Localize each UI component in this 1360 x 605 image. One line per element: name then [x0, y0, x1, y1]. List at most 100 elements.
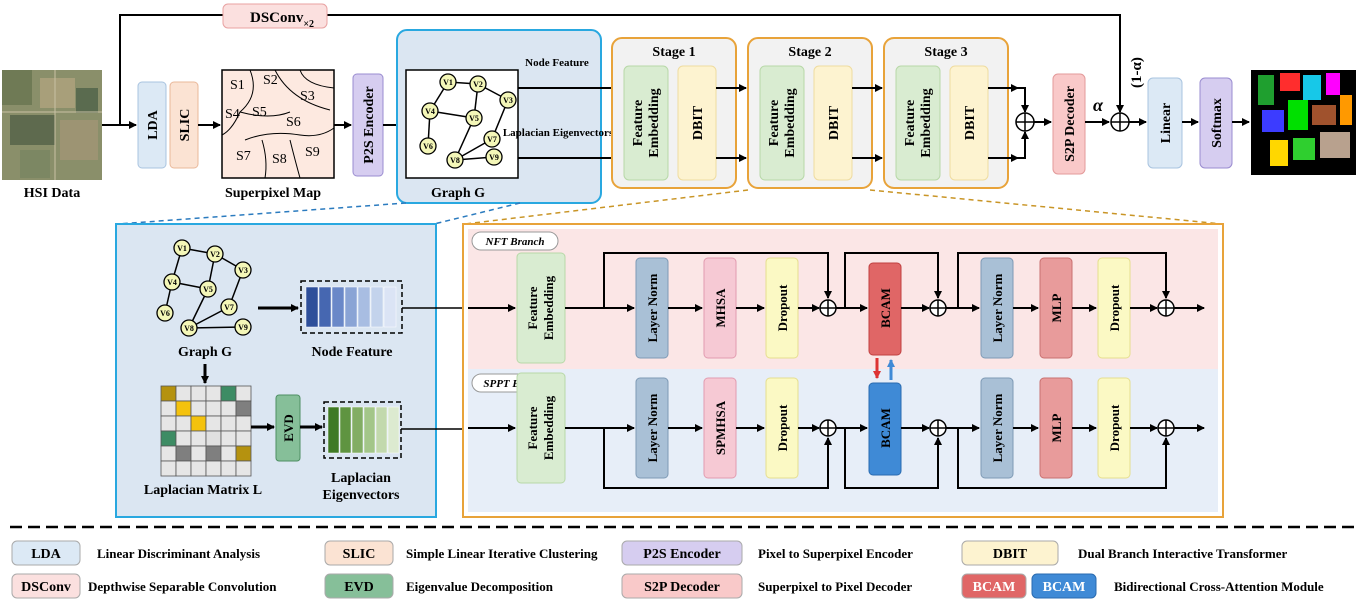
- dropout-label: Dropout: [1107, 404, 1122, 451]
- laplacian-matrix-label: Laplacian Matrix L: [144, 483, 262, 498]
- dsconv-sub: ×2: [303, 19, 314, 30]
- feature-embedding-label: Embedding: [783, 88, 798, 157]
- legend-key: P2S Encoder: [643, 547, 720, 562]
- laplacian-cell: [205, 415, 222, 432]
- laplacian-cell: [160, 400, 177, 417]
- layer-norm-label: Layer Norm: [990, 273, 1005, 342]
- eigenvector-col: [351, 406, 364, 454]
- eigenvector-col: [339, 406, 352, 454]
- dbit-label: DBIT: [963, 105, 978, 140]
- graph-node-label: V1: [177, 244, 187, 253]
- sum-node-cross: [1158, 420, 1174, 436]
- legend-swatch: [11, 540, 81, 566]
- laplacian-cell: [160, 445, 177, 462]
- legend-key: DBIT: [993, 547, 1028, 562]
- one-minus-alpha-label: (1-α): [1129, 57, 1145, 88]
- graph-node-label: V7: [224, 303, 234, 312]
- svg-text:DSConv×2: DSConv×2: [250, 10, 314, 30]
- graph-node-label: V7: [487, 135, 497, 144]
- superpixel-s5: S5: [252, 105, 267, 120]
- linear-label: Linear: [1159, 103, 1174, 143]
- evd-label: EVD: [281, 414, 296, 441]
- laplacian-cell: [205, 460, 222, 477]
- laplacian-cell: [220, 385, 237, 402]
- graph-label: Graph G: [431, 186, 485, 201]
- stage-title: Stage 3: [924, 45, 967, 60]
- sum-node-cross: [930, 420, 946, 436]
- lda-box: [137, 81, 167, 169]
- superpixel-s6: S6: [286, 115, 301, 130]
- legend-swatch: [961, 573, 1027, 599]
- dsconv-box: [222, 3, 328, 29]
- graph-node-label: V8: [450, 156, 460, 165]
- eigen-label-2: Eigenvectors: [323, 488, 401, 503]
- p2s-encoder-label: P2S Encoder: [362, 86, 377, 163]
- branch-feature-embedding-label: Embedding: [541, 395, 556, 460]
- graph-node-label: V2: [473, 80, 483, 89]
- laplacian-cell: [220, 445, 237, 462]
- laplacian-cell: [160, 385, 177, 402]
- dropout-label: Dropout: [775, 404, 790, 451]
- laplacian-cell: [205, 400, 222, 417]
- laplacian-cell: [235, 400, 252, 417]
- laplacian-matrix: [160, 385, 252, 477]
- graph-node-label: V8: [184, 324, 194, 333]
- laplacian-cell: [160, 415, 177, 432]
- sum-node-cross: [820, 300, 836, 316]
- legend-swatch: [961, 540, 1059, 566]
- mlp-label: MLP: [1049, 414, 1064, 443]
- laplacian-cell: [205, 445, 222, 462]
- sum-node-cross: [930, 300, 946, 316]
- laplacian-cell: [175, 460, 192, 477]
- layer-norm-label: Layer Norm: [645, 393, 660, 462]
- node-feature-col: [331, 286, 345, 328]
- legend-desc: Simple Linear Iterative Clustering: [406, 546, 598, 561]
- superpixel-s3: S3: [300, 89, 315, 104]
- graph-node: [199, 280, 217, 298]
- node-feature-col: [318, 286, 332, 328]
- graph-node-label: V6: [423, 142, 433, 151]
- graph-node: [439, 73, 457, 91]
- legend-swatch: [621, 540, 743, 566]
- laplacian-cell: [220, 430, 237, 447]
- residual-path: [603, 252, 832, 308]
- legend-key: EVD: [344, 580, 374, 595]
- sum-node-cross: [820, 420, 836, 436]
- mhsa-label: MHSA: [713, 288, 728, 328]
- superpixel-s2: S2: [263, 73, 278, 88]
- superpixel-s7: S7: [236, 149, 251, 164]
- branch-feature-embedding-label: Feature: [525, 286, 540, 329]
- branch-feature-embedding-label: Feature: [525, 406, 540, 449]
- superpixel-map: [221, 69, 335, 179]
- superpixel-s4: S4: [225, 107, 240, 122]
- node-feature-matrix: [300, 280, 403, 334]
- laplacian-cell: [190, 400, 207, 417]
- laplacian-cell: [175, 385, 192, 402]
- bcam-label: BCAM: [878, 288, 893, 328]
- laplacian-cell: [190, 460, 207, 477]
- node-feature-col: [305, 286, 319, 328]
- lda-label: LDA: [146, 109, 161, 139]
- legend-key: BCAM: [1043, 580, 1086, 595]
- residual-path: [844, 428, 942, 489]
- graph-node: [421, 102, 439, 120]
- legend-desc: Dual Branch Interactive Transformer: [1078, 546, 1288, 561]
- laplacian-cell: [175, 415, 192, 432]
- graph-node: [465, 109, 483, 127]
- softmax-label: Softmax: [1210, 98, 1225, 148]
- legend-key: BCAM: [973, 580, 1016, 595]
- residual-path: [603, 428, 832, 489]
- sum-node-cross: [1158, 300, 1174, 316]
- slic-label: SLIC: [178, 109, 193, 142]
- laplacian-cell: [205, 385, 222, 402]
- legend-swatch: [1031, 573, 1097, 599]
- classification-map: [1251, 70, 1356, 175]
- graph-node-label: V3: [238, 266, 248, 275]
- graph-node: [163, 273, 181, 291]
- node-feature-col: [357, 286, 371, 328]
- laplacian-cell: [160, 460, 177, 477]
